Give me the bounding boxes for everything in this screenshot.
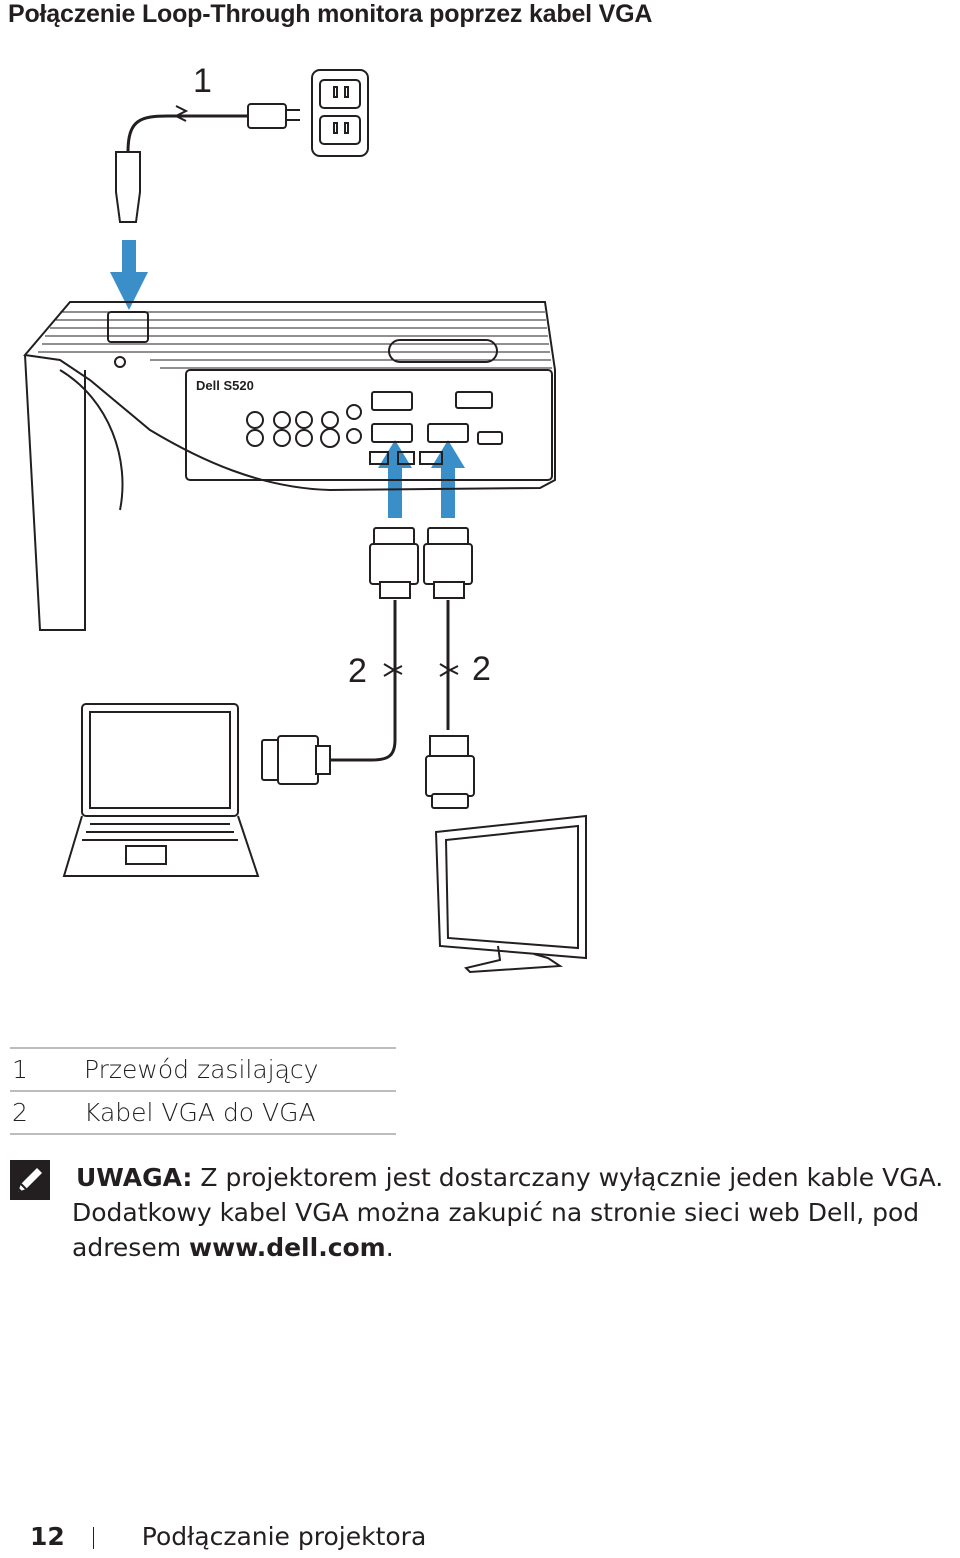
note-body: Z projektorem jest dostarczany wyłącznie… [72, 1163, 944, 1262]
monitor-icon [434, 814, 587, 974]
cable-break-marks [383, 663, 459, 677]
footer-section: Podłączanie projektora [141, 1522, 427, 1551]
legend-num: 2 [10, 1091, 84, 1135]
projector [23, 301, 556, 631]
blue-arrows [110, 240, 465, 518]
note-link[interactable]: www.dell.com [189, 1233, 386, 1262]
vga-connectors [261, 527, 475, 809]
callout-vga-left: 2 [348, 652, 367, 690]
legend-num: 1 [10, 1047, 84, 1092]
callout-vga-right: 2 [472, 650, 491, 688]
legend-table: 1 Przewód zasilający 2 Kabel VGA do VGA [10, 1047, 396, 1135]
page-number: 12 [30, 1522, 65, 1551]
vent-lines [38, 311, 552, 369]
note-text: UWAGA: Z projektorem jest dostarczany wy… [72, 1160, 960, 1265]
legend-row: 2 Kabel VGA do VGA [10, 1091, 396, 1135]
note-tail: . [385, 1233, 394, 1262]
wall-outlet [311, 69, 369, 157]
power-cable [115, 103, 300, 223]
brand-label: Dell S520 [196, 378, 254, 393]
page-footer: 12 Podłączanie projektora [30, 1522, 426, 1551]
connection-diagram: 1 Dell S520 [23, 62, 587, 974]
laptop-icon [62, 703, 260, 877]
page-title: Połączenie Loop-Through monitora poprzez… [8, 0, 653, 28]
footer-divider [92, 1527, 94, 1549]
callout-power: 1 [193, 62, 212, 100]
note-lead: UWAGA: [76, 1163, 193, 1192]
vga-cables [320, 600, 450, 762]
legend-row: 1 Przewód zasilający [10, 1047, 396, 1092]
legend-label: Przewód zasilający [84, 1047, 396, 1092]
legend-label: Kabel VGA do VGA [84, 1091, 396, 1135]
pencil-note-icon [10, 1160, 50, 1200]
